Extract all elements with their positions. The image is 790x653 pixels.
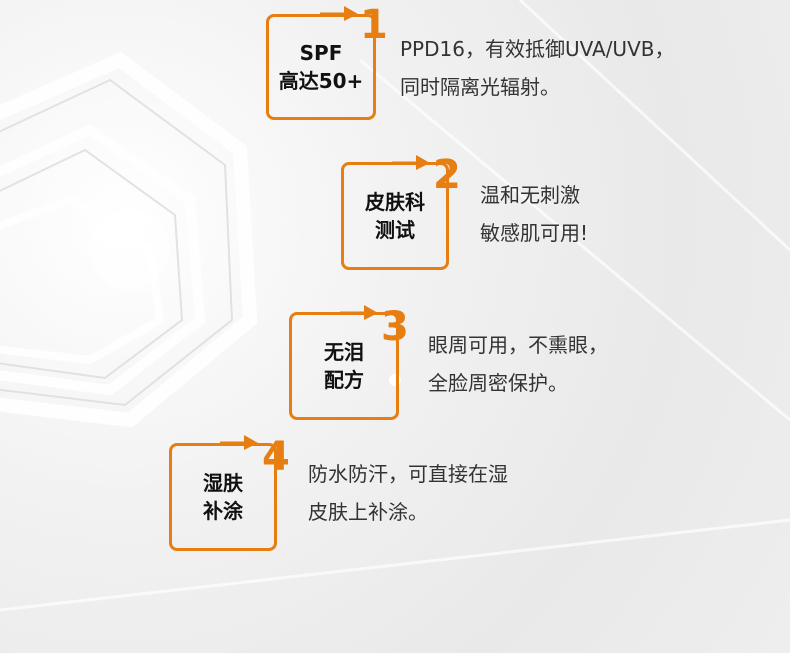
feature-3-number: 3 (381, 304, 409, 350)
feature-1-title-line1: SPF (299, 41, 343, 65)
feature-2-desc-line2: 敏感肌可用! (480, 221, 589, 245)
feature-4-desc: 防水防汗，可直接在湿 皮肤上补涂。 (308, 455, 508, 531)
feature-4-number: 4 (262, 434, 290, 480)
feature-3-desc-line2: 全脸周密保护。 (428, 371, 568, 395)
feature-1-title-line2: 高达50+ (278, 69, 364, 93)
feature-3-title-line1: 无泪 (324, 340, 364, 364)
feature-1-desc: PPD16，有效抵御UVA/UVB， 同时隔离光辐射。 (400, 30, 674, 106)
feature-1-number: 1 (360, 2, 388, 48)
feature-2-desc-line1: 温和无刺激 (480, 183, 580, 207)
feature-4-box: 湿肤 补涂 (169, 443, 277, 551)
feature-2-number: 2 (433, 152, 461, 198)
arrow-icon (392, 155, 430, 170)
feature-1-box: SPF 高达50+ (266, 14, 376, 120)
feature-3-desc: 眼周可用，不熏眼， 全脸周密保护。 (428, 326, 608, 402)
feature-3-title-line2: 配方 (324, 368, 364, 392)
feature-3-desc-line1: 眼周可用，不熏眼， (428, 333, 608, 357)
arrow-icon (220, 435, 258, 450)
feature-2-title-line2: 测试 (375, 218, 415, 242)
feature-1-desc-line1: PPD16，有效抵御UVA/UVB， (400, 37, 675, 61)
feature-4-desc-line2: 皮肤上补涂。 (308, 500, 428, 524)
feature-4-desc-line1: 防水防汗，可直接在湿 (308, 462, 508, 486)
feature-4-title-line1: 湿肤 (203, 471, 243, 495)
feature-2-title-line1: 皮肤科 (365, 190, 425, 214)
arrow-icon (340, 305, 378, 320)
feature-1-desc-line2: 同时隔离光辐射。 (400, 75, 560, 99)
feature-2-desc: 温和无刺激 敏感肌可用! (480, 176, 588, 252)
arrow-icon (320, 6, 358, 21)
feature-4-title-line2: 补涂 (203, 499, 243, 523)
